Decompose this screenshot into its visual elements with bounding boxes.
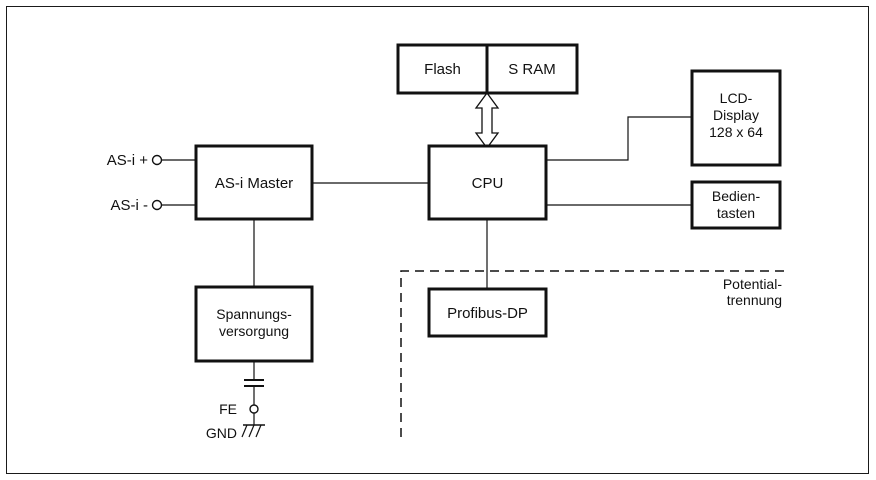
wire-cpu-lcd — [546, 116, 692, 161]
isolation-label-line1: Potential- — [723, 276, 782, 292]
cpu-label: CPU — [472, 175, 504, 192]
flash-box — [396, 43, 489, 95]
asi-master-label: AS-i Master — [215, 175, 293, 192]
lcd-label-line1: LCD- — [720, 90, 753, 106]
fe-label: FE — [219, 401, 237, 417]
bedientasten-box — [690, 180, 782, 230]
bedientasten-label-line1: Bedien- — [712, 188, 761, 204]
cpu-box — [427, 144, 548, 221]
profibus-dp-label: Profibus-DP — [447, 305, 528, 322]
asi-minus-terminal-icon — [151, 199, 163, 211]
power-supply-box — [194, 285, 314, 363]
profibus-dp-box — [427, 287, 548, 338]
asi-plus-terminal-icon — [151, 154, 163, 166]
chassis-ground-icon — [241, 424, 265, 438]
bedientasten-label-line2: tasten — [717, 205, 755, 221]
bus-double-arrow-icon — [474, 91, 500, 150]
flash-label: Flash — [424, 61, 461, 78]
diagram-frame — [6, 6, 869, 474]
sram-box — [485, 43, 579, 95]
capacitor-icon — [244, 379, 264, 387]
gnd-label: GND — [206, 425, 237, 441]
asi-minus-label: AS-i - — [111, 197, 149, 214]
power-supply-label-line2: versorgung — [219, 323, 289, 339]
sram-label: S RAM — [508, 61, 556, 78]
asi-plus-label: AS-i + — [107, 152, 149, 169]
lcd-display-box — [690, 69, 782, 167]
isolation-boundary — [400, 270, 786, 437]
fe-terminal-icon — [249, 404, 259, 414]
isolation-label-line2: trennung — [727, 292, 782, 308]
lcd-label-line2: Display — [713, 107, 759, 123]
asi-master-box — [194, 144, 314, 221]
connection-wires — [162, 116, 692, 425]
lcd-label-line3: 128 x 64 — [709, 124, 763, 140]
power-supply-label-line1: Spannungs- — [216, 306, 292, 322]
